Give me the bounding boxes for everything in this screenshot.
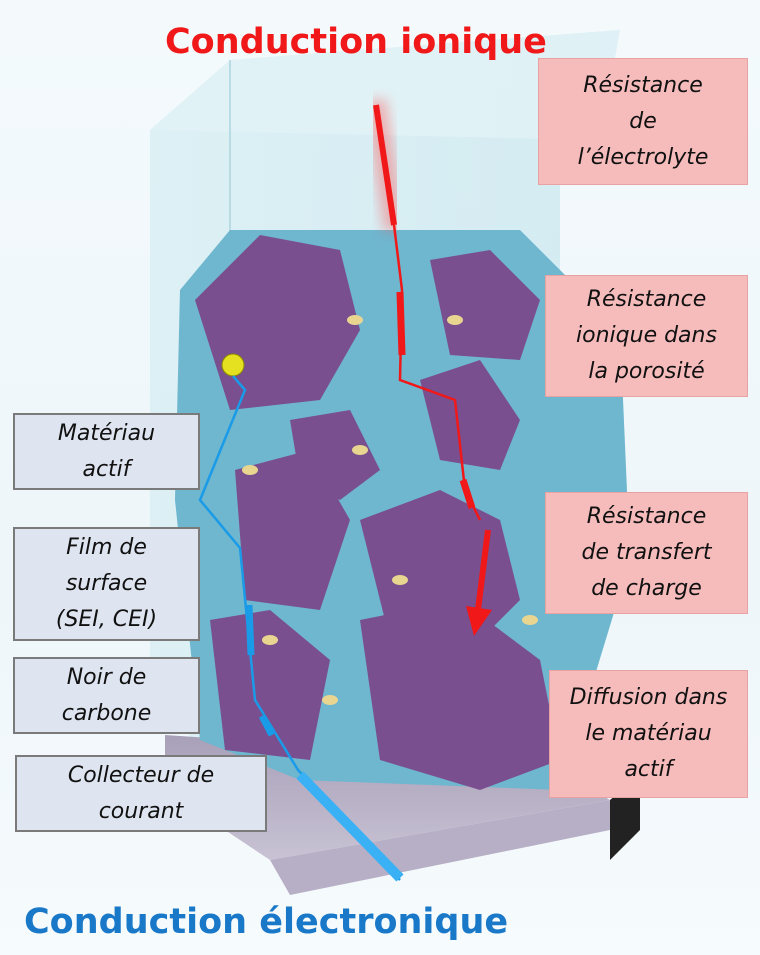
label-surface-film: Film de surface (SEI, CEI)	[13, 527, 200, 641]
label-carbon-black: Noir de carbone	[13, 657, 200, 734]
electronic-conduction-path	[198, 375, 404, 882]
label-line: (SEI, CEI)	[55, 607, 158, 632]
label-porosity-ionic-resistance: Résistance ionique dans la porosité	[545, 275, 748, 397]
label-line: Film de	[66, 535, 147, 560]
label-line: Collecteur de	[67, 762, 215, 788]
label-line: actif	[624, 757, 673, 782]
label-electrolyte-resistance: Résistance de l’électrolyte	[538, 58, 748, 185]
label-line: courant	[98, 798, 184, 824]
label-line: carbone	[61, 700, 152, 726]
label-line: Diffusion dans	[569, 685, 728, 710]
label-active-material-diffusion: Diffusion dans le matériau actif	[549, 670, 748, 798]
label-line: surface	[65, 571, 148, 596]
label-line: Résistance	[586, 287, 707, 312]
label-line: de charge	[591, 576, 702, 601]
label-line: Matériau	[57, 420, 156, 446]
label-line: ionique dans	[576, 323, 717, 348]
label-line: l’électrolyte	[577, 144, 709, 170]
label-line: Noir de	[66, 664, 147, 690]
ionic-conduction-title: Conduction ionique	[165, 22, 547, 62]
label-line: Résistance	[583, 72, 703, 98]
label-active-material: Matériau actif	[13, 413, 200, 490]
label-line: de transfert	[581, 540, 712, 565]
label-current-collector: Collecteur de courant	[15, 755, 267, 832]
label-line: Résistance	[586, 504, 707, 529]
label-line: le matériau	[585, 721, 712, 746]
electronic-conduction-title: Conduction électronique	[24, 902, 509, 942]
label-charge-transfer-resistance: Résistance de transfert de charge	[545, 492, 748, 614]
label-line: de	[629, 108, 657, 134]
label-line: la porosité	[588, 359, 705, 384]
label-line: actif	[82, 456, 131, 482]
ionic-conduction-path	[364, 98, 492, 636]
electrode-particles	[175, 230, 630, 790]
